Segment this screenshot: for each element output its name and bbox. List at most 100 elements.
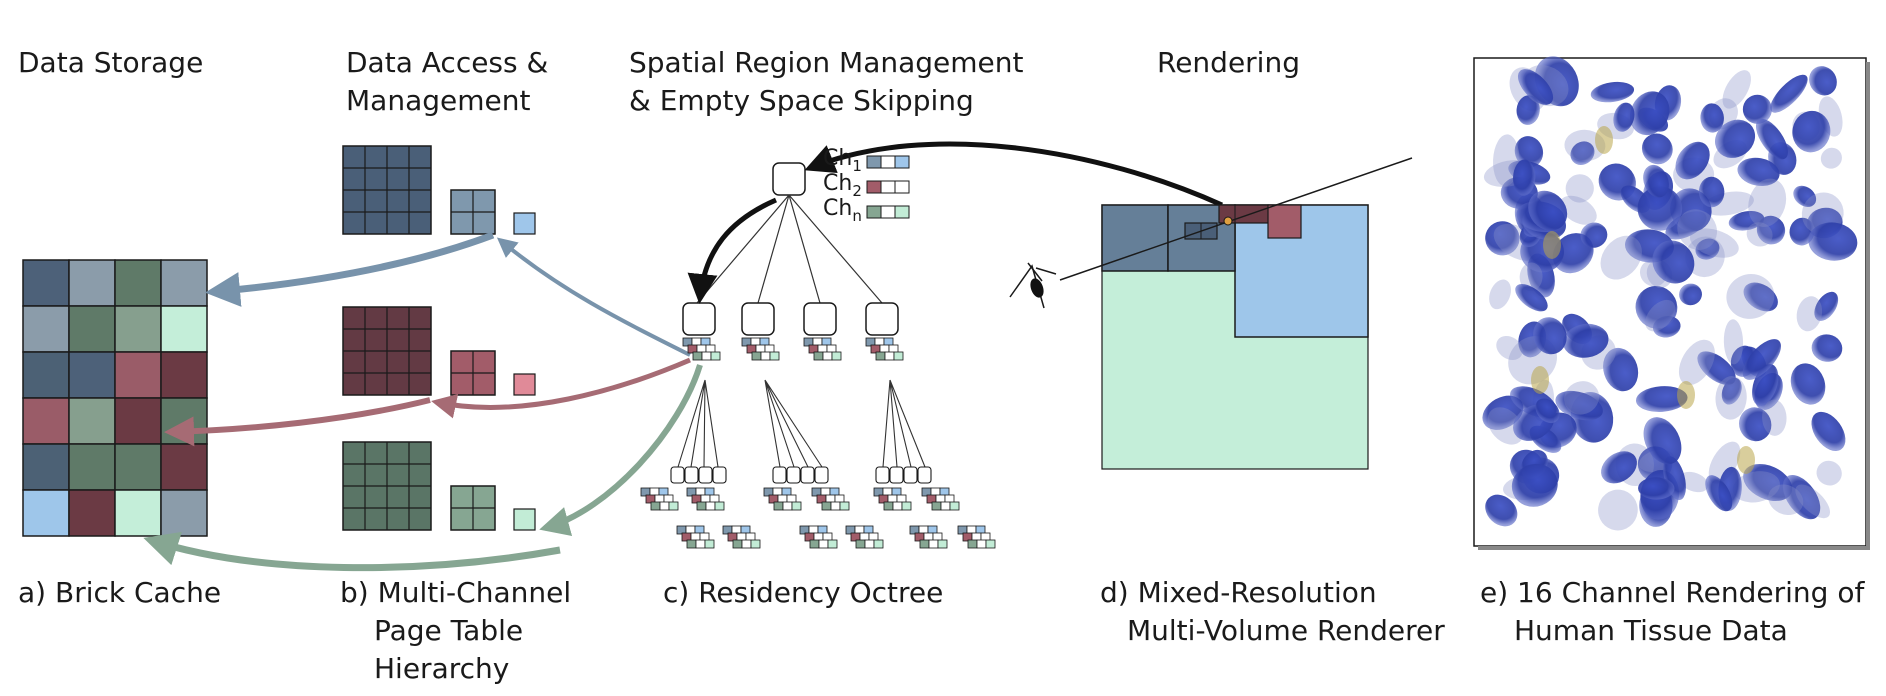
channel-stack-cell — [692, 351, 703, 361]
nucleus-blob — [1482, 395, 1524, 430]
nucleus-blob — [1643, 164, 1669, 198]
brick-cell — [114, 489, 162, 537]
nucleus-blob — [1675, 141, 1710, 180]
nucleus-blob — [1643, 417, 1682, 465]
nucleus-blob — [1679, 471, 1709, 493]
nucleus-blob — [1559, 195, 1597, 225]
channel-stack-cell — [875, 351, 886, 361]
nucleus-blob — [1679, 283, 1702, 306]
brick-cell — [114, 351, 162, 399]
header-rendering: Rendering — [1157, 46, 1300, 79]
octree-leaf-node — [903, 466, 918, 484]
legend-ch1-label: Ch1 — [823, 146, 862, 175]
brick-cell — [160, 259, 208, 307]
nucleus-blob — [1743, 282, 1778, 312]
channel-stack-cell — [940, 501, 951, 511]
nucleus-blob — [1489, 279, 1511, 310]
brick-cell — [68, 351, 116, 399]
nucleus-blob — [1511, 463, 1558, 507]
nucleus-blob — [1762, 399, 1787, 436]
nucleus-blob — [1811, 334, 1843, 362]
channel-stack-cell — [695, 539, 706, 549]
nucleus-blob — [1742, 94, 1772, 124]
nucleus-blob — [1514, 136, 1544, 168]
nucleus-blob — [1580, 222, 1608, 248]
arrow-green-to-cache — [143, 531, 561, 572]
nucleus-blob — [1698, 176, 1725, 208]
page-table-green — [342, 441, 536, 531]
octree-leaf-node — [772, 466, 787, 484]
brick-cell — [160, 305, 208, 353]
nucleus-blob — [1795, 484, 1831, 519]
nucleus-blob — [1641, 133, 1673, 165]
nucleus-blob — [1598, 489, 1638, 531]
caption-a: a) Brick Cache — [18, 576, 221, 609]
arrow-renderer-to-octree — [804, 141, 1224, 208]
brick-cell — [114, 443, 162, 491]
tissue-rendering-panel — [1473, 56, 1870, 550]
channel-stack-cell — [976, 539, 987, 549]
channel-stack-cell — [883, 501, 894, 511]
channel-stack-cell — [714, 501, 725, 511]
header-spatial-line1: Spatial Region Management — [629, 46, 1024, 79]
header-data-access-line2: Management — [346, 84, 530, 117]
nucleus-blob — [1695, 238, 1720, 260]
nucleus-blob — [1743, 463, 1793, 502]
channel-stack-cell — [809, 539, 820, 549]
legend-ch2-label: Ch2 — [823, 171, 862, 200]
nucleus-blob — [1790, 363, 1826, 405]
channel-stack-cell — [668, 501, 679, 511]
channel-stack-cell — [893, 351, 904, 361]
octree-leaf-node — [786, 466, 801, 484]
header-data-access-line1: Data Access & — [346, 46, 548, 79]
octree-leaf-node — [917, 466, 932, 484]
channel-stack-cell — [659, 501, 670, 511]
brick-cell — [22, 259, 70, 307]
nucleus-blob — [1814, 291, 1839, 321]
nucleus-blob — [1629, 91, 1670, 136]
legend-chn-label: Chn — [823, 196, 862, 225]
brick-cache-grid — [22, 259, 208, 537]
caption-c: c) Residency Octree — [663, 576, 943, 609]
nucleus-blob — [1728, 210, 1765, 231]
brick-cell — [114, 259, 162, 307]
channel-stack-cell — [791, 501, 802, 511]
nucleus-blob — [1705, 475, 1733, 512]
nucleus-blob — [1570, 141, 1595, 165]
channel-stack-cell — [813, 351, 824, 361]
nucleus-blob — [1739, 407, 1772, 442]
nucleus-blob — [1603, 347, 1639, 392]
nucleus-blob — [1820, 147, 1842, 169]
channel-stack-cell — [710, 351, 721, 361]
nucleus-blob — [1792, 110, 1831, 153]
nucleus-blob — [1793, 185, 1817, 207]
stain-blob — [1677, 381, 1695, 409]
nucleus-blob — [1493, 134, 1520, 187]
arrow-green-to-page — [539, 364, 703, 537]
channel-stack-cell — [822, 351, 833, 361]
nucleus-blob — [1732, 471, 1780, 503]
nucleus-blob — [1816, 460, 1842, 486]
brick-cell — [22, 443, 70, 491]
mixed-resolution-renderer — [1009, 157, 1413, 470]
octree-leaf-node — [698, 466, 713, 484]
channel-stack-cell — [686, 539, 697, 549]
brick-cell — [160, 397, 208, 445]
channel-stack-cell — [855, 539, 866, 549]
channel-stack-cell — [839, 501, 850, 511]
channel-stack-cell — [928, 539, 939, 549]
nucleus-blob — [1516, 95, 1540, 125]
nucleus-blob — [1808, 222, 1858, 261]
caption-e-line2: Human Tissue Data — [1514, 614, 1788, 647]
nucleus-blob — [1565, 174, 1594, 203]
nucleus-blob — [1485, 494, 1518, 527]
nucleus-blob — [1601, 451, 1637, 484]
channel-stack-cell — [884, 351, 895, 361]
header-data-storage: Data Storage — [18, 46, 203, 79]
nucleus-blob — [1519, 262, 1543, 292]
brick-cell — [160, 351, 208, 399]
nucleus-blob — [1638, 477, 1675, 500]
brick-cell — [160, 489, 208, 537]
nucleus-blob — [1528, 190, 1568, 231]
nucleus-blob — [1645, 299, 1676, 332]
